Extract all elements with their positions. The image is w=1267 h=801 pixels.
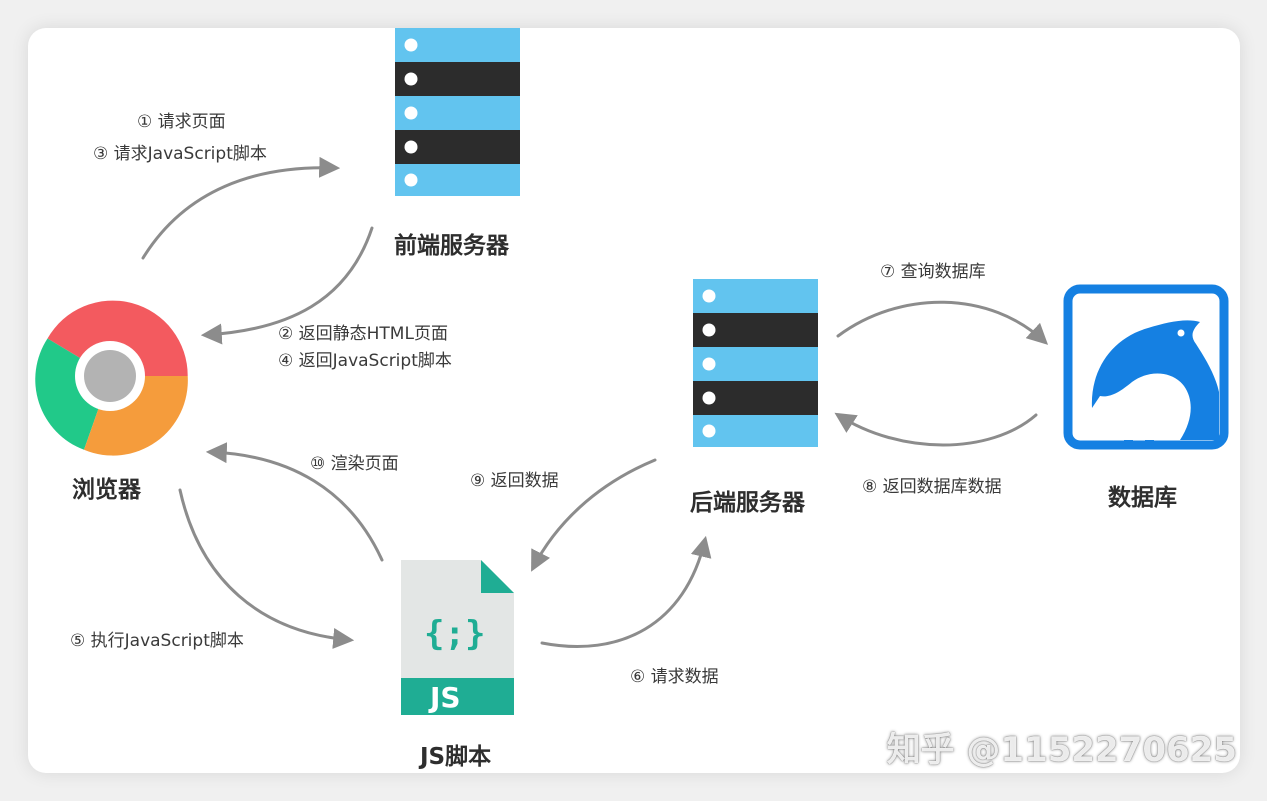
chrome-browser-icon [35,300,188,456]
arrow-return-html [200,226,374,345]
database-label: 数据库 [1108,485,1177,511]
step-5-label: ⑤ 执行JavaScript脚本 [70,631,244,651]
js-badge-text: JS [428,681,461,714]
arrow-return-data [531,458,657,572]
diagram-card [28,28,1240,773]
step-4-label: ④ 返回JavaScript脚本 [278,351,452,371]
step-1-label: ① 请求页面 [137,112,226,132]
step-10-label: ⑩ 渲染页面 [310,454,399,474]
watermark: 知乎 @1152270625 [886,730,1237,770]
js-script-label: JS脚本 [420,744,492,770]
backend-server-icon [693,279,818,447]
browser-label: 浏览器 [72,477,141,503]
arrow-render-page [205,442,384,562]
step-9-label: ⑨ 返回数据 [470,471,559,491]
js-file-icon: JS {;} [401,560,514,715]
step-7-label: ⑦ 查询数据库 [880,262,986,282]
arrow-request-data [540,535,712,648]
step-2-label: ② 返回静态HTML页面 [278,324,448,344]
arrow-query-db [836,300,1049,345]
frontend-server-icon [395,28,520,196]
js-braces-glyph: {;} [424,614,485,654]
step-6-label: ⑥ 请求数据 [630,667,719,687]
arrow-request-page [141,156,341,260]
backend-server-label: 后端服务器 [690,490,805,516]
frontend-server-label: 前端服务器 [394,233,509,259]
step-3-label: ③ 请求JavaScript脚本 [93,144,267,164]
arrow-execute-js [178,488,355,649]
mysql-dolphin-icon [1063,284,1229,450]
arrow-return-db-data [834,412,1038,447]
step-8-label: ⑧ 返回数据库数据 [862,477,1002,497]
